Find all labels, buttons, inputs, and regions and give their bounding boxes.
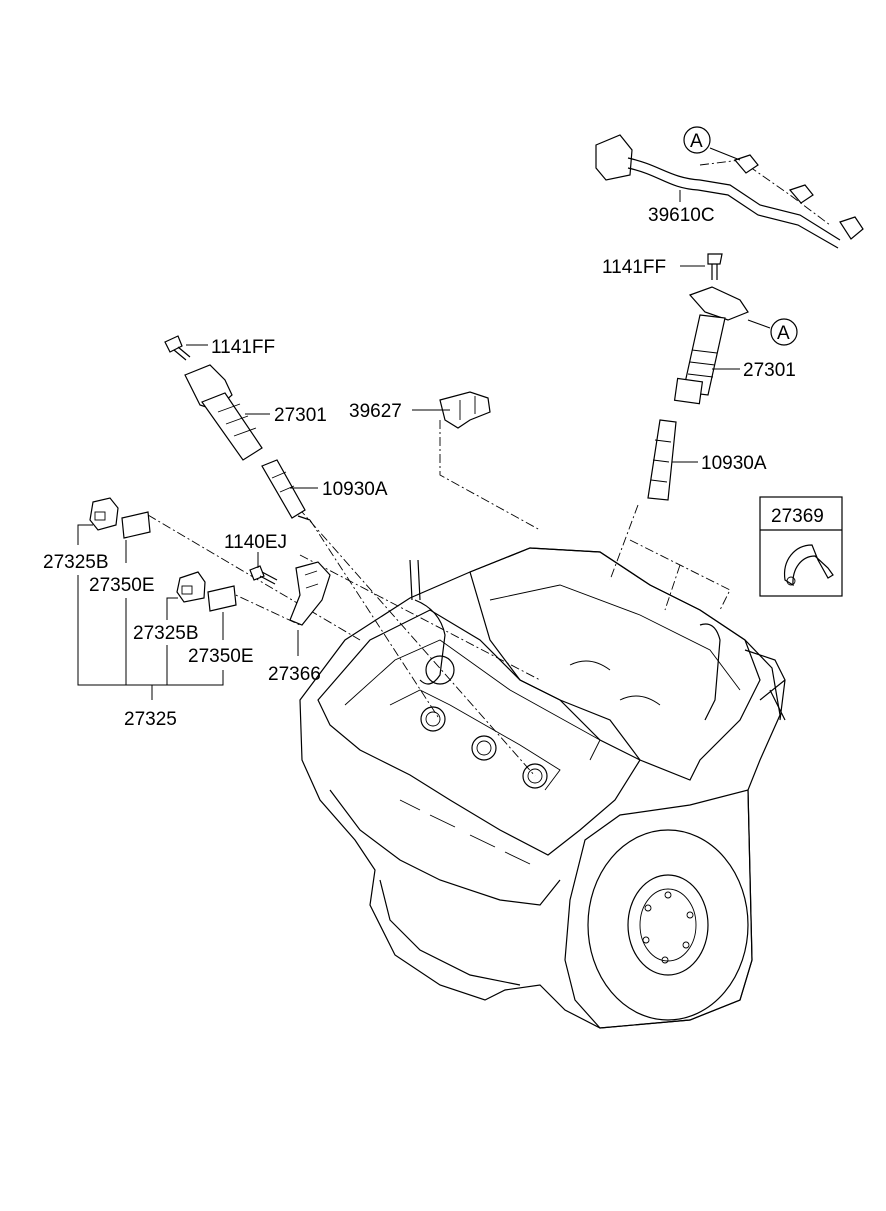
- label-39610c: 39610C: [648, 205, 715, 226]
- connector-27325b-b[interactable]: [176, 571, 206, 603]
- label-27350e-b: 27350E: [188, 646, 254, 667]
- reference-marker-coil: A: [770, 318, 798, 346]
- label-27301-left: 27301: [274, 405, 327, 426]
- label-27350e-a: 27350E: [89, 575, 155, 596]
- flywheel: [564, 789, 753, 1029]
- label-27369: 27369: [771, 506, 824, 527]
- spark-plug-right[interactable]: [647, 419, 677, 501]
- label-27366: 27366: [268, 664, 321, 685]
- connector-27325b-a[interactable]: [89, 497, 119, 531]
- clip-27350e-a[interactable]: [121, 511, 151, 539]
- installation-lines: [147, 159, 831, 777]
- label-27325: 27325: [124, 709, 177, 730]
- clip-inset-box[interactable]: 27369: [759, 496, 843, 597]
- bolt-right[interactable]: [707, 253, 723, 280]
- label-1140ej: 1140EJ: [224, 532, 287, 553]
- clip-27350e-b[interactable]: [207, 585, 237, 612]
- bolt-small[interactable]: [249, 565, 278, 585]
- bracket-center[interactable]: [439, 391, 491, 429]
- callout-labels: 39610C 1141FF 27301 10930A 39627 1141FF …: [43, 205, 796, 730]
- label-27301-right: 27301: [743, 360, 796, 381]
- bracket-27366[interactable]: [289, 561, 331, 626]
- reference-marker-coil-label: A: [777, 323, 790, 344]
- wiring-harness[interactable]: [595, 134, 864, 249]
- label-10930a-left: 10930A: [322, 479, 388, 500]
- label-1141ff-left: 1141FF: [211, 337, 275, 358]
- bolt-left[interactable]: [164, 335, 191, 361]
- coil-bore-holes: [420, 655, 548, 789]
- ignition-coil-right[interactable]: [673, 286, 749, 405]
- reference-marker-top: A: [683, 126, 711, 154]
- label-1141ff-right: 1141FF: [602, 257, 666, 278]
- label-27325b-b: 27325B: [133, 623, 199, 644]
- spark-plug-left[interactable]: [261, 459, 311, 521]
- leader-lines: [77, 147, 771, 700]
- label-10930a-right: 10930A: [701, 453, 767, 474]
- label-39627: 39627: [349, 401, 402, 422]
- ignition-coil-left[interactable]: [184, 364, 263, 461]
- hose-clip-icon: [784, 544, 834, 587]
- reference-marker-top-label: A: [690, 131, 703, 152]
- engine-block: [299, 547, 786, 1029]
- label-27325b-a: 27325B: [43, 552, 109, 573]
